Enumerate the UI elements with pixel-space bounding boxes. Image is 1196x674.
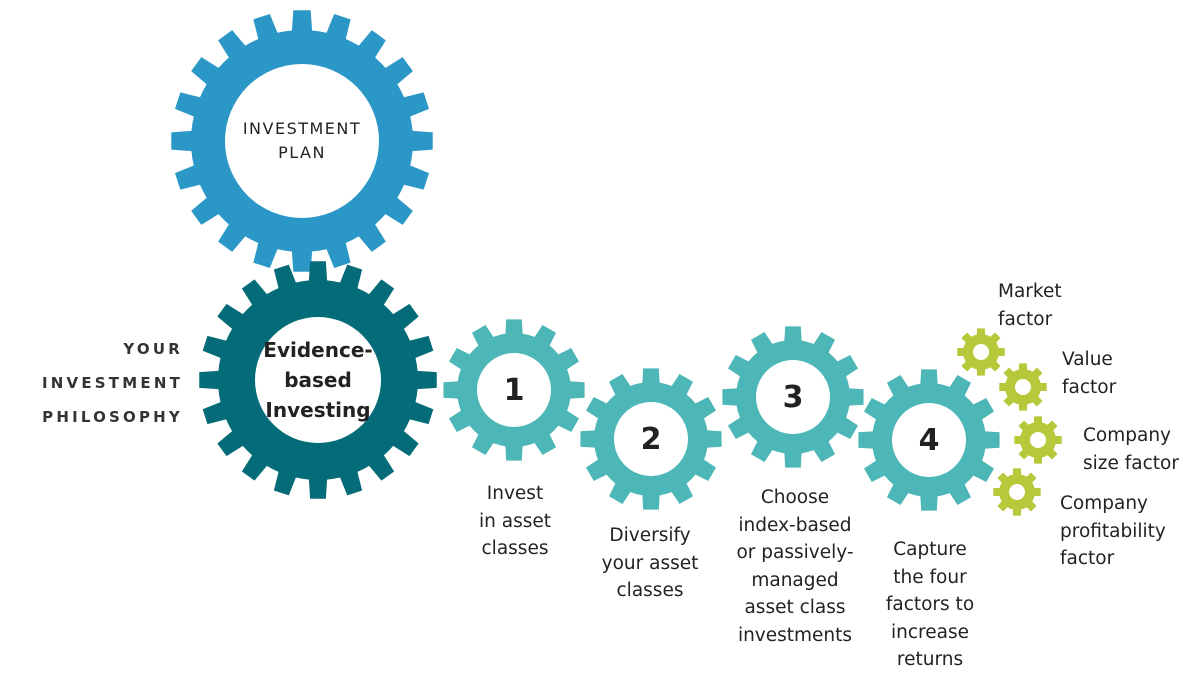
- value-factor-gear: [998, 362, 1048, 412]
- step-3-caption: Choose index-based or passively- managed…: [736, 487, 854, 646]
- gear-icon: [443, 319, 585, 461]
- gear-hole: [1015, 379, 1031, 395]
- philosophy-heading: YOUR INVESTMENT PHILOSOPHY: [42, 340, 183, 426]
- gear-hole: [892, 403, 966, 477]
- gear-icon: [199, 261, 437, 499]
- step-number: 2: [640, 421, 662, 457]
- gear-hole: [973, 344, 989, 360]
- gear-icon: [858, 369, 1000, 511]
- step-1-gear: 1: [442, 318, 586, 462]
- gear-hole: [756, 360, 830, 434]
- evidence-based-investing-gear: Evidence- based Investing: [198, 260, 438, 500]
- step-2-caption: Diversify your asset classes: [601, 525, 699, 601]
- gear-icon: [957, 328, 1005, 376]
- value-factor-label: Value factor: [1062, 349, 1117, 398]
- gear-hole: [614, 402, 688, 476]
- investment-plan-gear: INVESTMENT PLAN: [170, 9, 434, 273]
- gear-hole: [255, 317, 381, 443]
- evidence-based-investing-label: Evidence- based Investing: [263, 338, 373, 422]
- market-factor-gear: [956, 327, 1006, 377]
- gear-hole: [225, 64, 379, 218]
- company-size-factor-gear: [1013, 415, 1063, 465]
- step-4-gear: 4: [857, 368, 1001, 512]
- step-4-caption: Capture the four factors to increase ret…: [885, 539, 975, 670]
- step-number: 3: [782, 379, 804, 415]
- gear-hole: [477, 353, 551, 427]
- step-number: 4: [918, 422, 940, 458]
- step-1-caption: Invest in asset classes: [479, 483, 551, 559]
- gear-icon: [999, 363, 1047, 411]
- gear-hole: [1009, 484, 1025, 500]
- step-number: 1: [503, 372, 525, 408]
- investment-plan-label: INVESTMENT PLAN: [242, 119, 362, 162]
- step-3-gear: 3: [721, 325, 865, 469]
- market-factor-label: Market factor: [998, 281, 1062, 330]
- gear-icon: [1014, 416, 1062, 464]
- company-size-factor-label: Company size factor: [1083, 425, 1179, 474]
- gear-hole: [1030, 432, 1046, 448]
- step-2-gear: 2: [579, 367, 723, 511]
- company-profitability-factor-gear: [992, 467, 1042, 517]
- gear-icon: [171, 10, 433, 272]
- gear-icon: [722, 326, 864, 468]
- gear-icon: [993, 468, 1041, 516]
- gear-icon: [580, 368, 722, 510]
- company-profitability-factor-label: Company profitability factor: [1060, 493, 1166, 569]
